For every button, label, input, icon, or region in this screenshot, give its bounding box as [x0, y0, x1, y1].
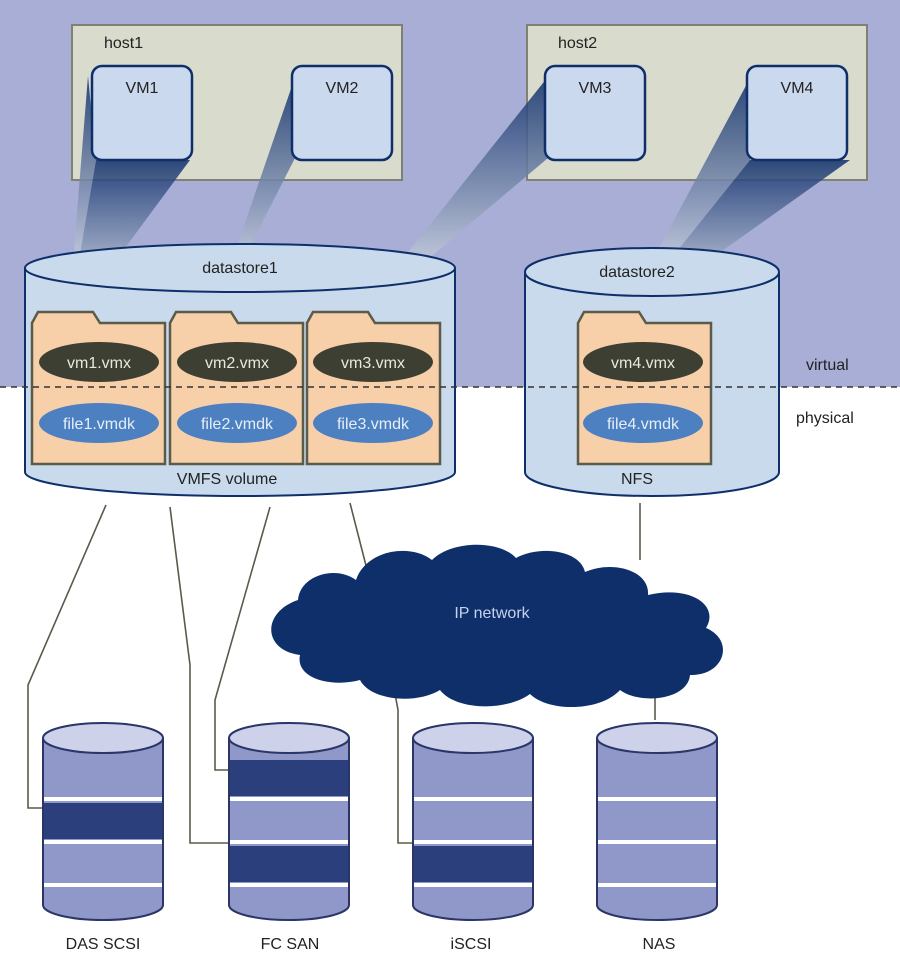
folder-vm1: vm1.vmx file1.vmdk [30, 310, 167, 466]
das-scsi-label: DAS SCSI [66, 936, 141, 953]
vmdk-file-3 [313, 403, 433, 443]
vmx-file-1-label: vm1.vmx [67, 355, 131, 372]
vm4-label: VM4 [781, 80, 814, 97]
virtual-layer-label: virtual [806, 357, 849, 374]
vmx-file-2 [177, 342, 297, 382]
vmx-file-1 [39, 342, 159, 382]
das-scsi-disk-stack: DAS SCSI [42, 722, 164, 953]
folder-vm2: vm2.vmx file2.vmdk [168, 310, 305, 466]
vmdk-file-4 [583, 403, 703, 443]
cable-fc-san-1 [169, 506, 228, 844]
vmdk-file-1 [39, 403, 159, 443]
vmdk-file-2-label: file2.vmdk [201, 416, 274, 433]
physical-layer-label: physical [796, 410, 854, 427]
host2-label: host2 [558, 35, 597, 52]
folder-vm4: vm4.vmx file4.vmdk [576, 310, 713, 466]
cable-das-scsi [27, 504, 107, 809]
ip-network-label: IP network [454, 605, 530, 622]
datastore2-label: datastore2 [599, 264, 675, 281]
vm4-box: VM4 [745, 64, 849, 162]
vmx-file-3 [313, 342, 433, 382]
vm1-box: VM1 [90, 64, 194, 162]
nas-label: NAS [643, 936, 676, 953]
folder-vm3: vm3.vmx file3.vmdk [305, 310, 442, 466]
vm3-box: VM3 [543, 64, 647, 162]
iscsi-label: iSCSI [451, 936, 492, 953]
vmx-file-4-label: vm4.vmx [611, 355, 675, 372]
fc-san-disk-stack: FC SAN [228, 722, 350, 953]
vmx-file-2-label: vm2.vmx [205, 355, 269, 372]
nas-disk-stack: NAS [596, 722, 718, 953]
ip-network-cloud: IP network [271, 544, 723, 708]
vmdk-file-3-label: file3.vmdk [337, 416, 410, 433]
vmx-file-3-label: vm3.vmx [341, 355, 405, 372]
nfs-label: NFS [621, 471, 653, 488]
vmfs-volume-label: VMFS volume [177, 471, 278, 488]
vmdk-file-4-label: file4.vmdk [607, 416, 680, 433]
vm1-label: VM1 [126, 80, 159, 97]
iscsi-disk-stack: iSCSI [412, 722, 534, 953]
fc-san-label: FC SAN [261, 936, 320, 953]
cable-fc-san-2 [214, 506, 271, 771]
vmdk-file-2 [177, 403, 297, 443]
vmx-file-4 [583, 342, 703, 382]
vm2-label: VM2 [326, 80, 359, 97]
datastore1-label: datastore1 [202, 260, 278, 277]
vm2-box: VM2 [290, 64, 394, 162]
host1-label: host1 [104, 35, 143, 52]
vmdk-file-1-label: file1.vmdk [63, 416, 136, 433]
vm3-label: VM3 [579, 80, 612, 97]
